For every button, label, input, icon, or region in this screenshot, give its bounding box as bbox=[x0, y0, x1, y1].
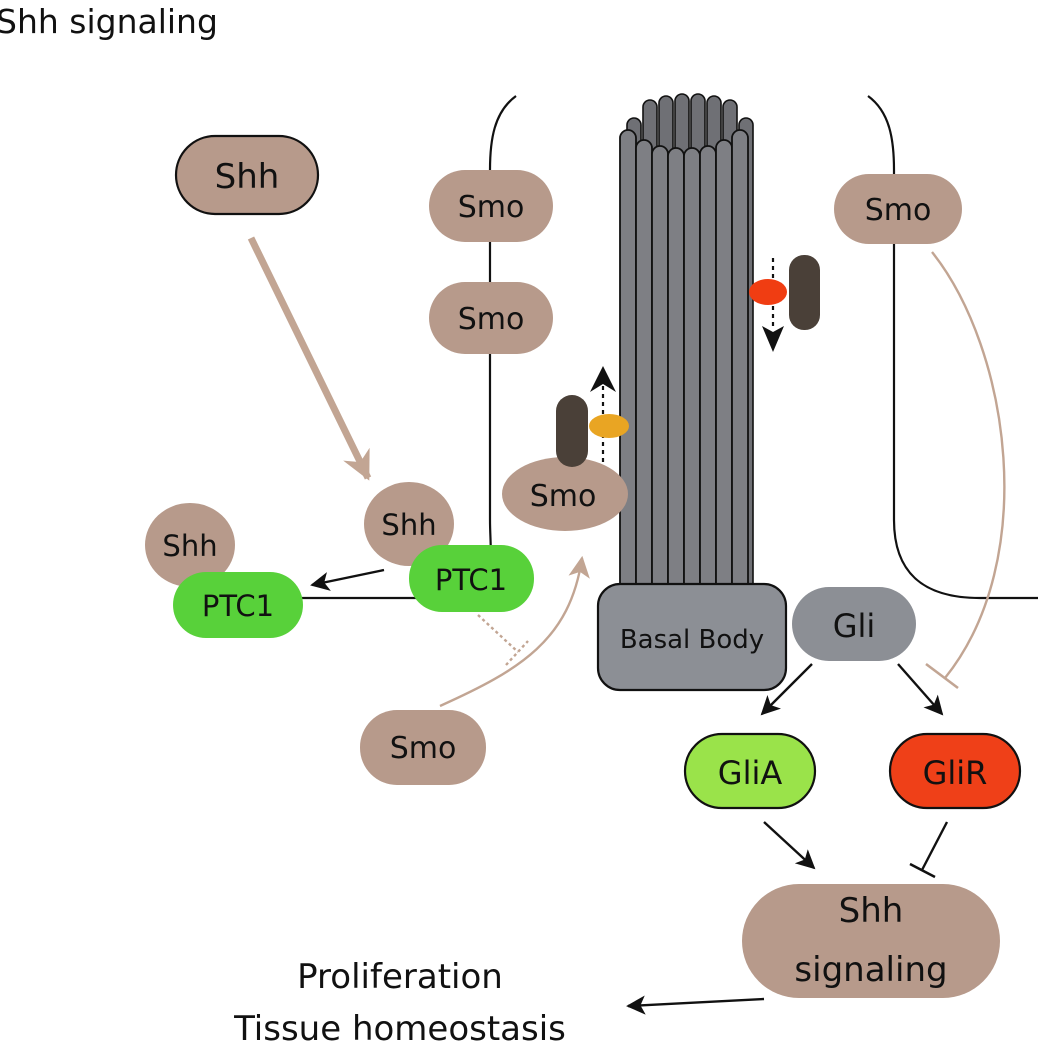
cilium-microtubule-bundle-icon bbox=[619, 93, 754, 593]
gli-label: Gli bbox=[833, 607, 876, 645]
shh-bound-left-node: Shh bbox=[145, 503, 235, 587]
shh-bound-right-label: Shh bbox=[381, 508, 436, 542]
shh-bound-right-node: Shh bbox=[364, 482, 454, 566]
smo-entry-arrow bbox=[439, 555, 590, 708]
retrograde-motor-icon bbox=[749, 255, 820, 352]
glir-inhibits-line bbox=[920, 821, 949, 871]
shh-signaling-node: Shh signaling bbox=[742, 884, 1000, 998]
cilium-front-tube bbox=[699, 145, 717, 593]
gli-to-glia-arrow bbox=[760, 663, 813, 716]
smo-membrane-label-2: Smo bbox=[458, 302, 525, 337]
glia-label: GliA bbox=[718, 754, 783, 792]
smo-membrane-node-2: Smo bbox=[429, 282, 553, 354]
ptc1-inhibits-smo-dotted bbox=[477, 614, 519, 653]
output-arrow bbox=[626, 995, 765, 1015]
glia-node: GliA bbox=[683, 732, 817, 810]
cilium-front-tube bbox=[667, 147, 685, 593]
smo-cytoplasm-node: Smo bbox=[360, 710, 486, 785]
gli-node: Gli bbox=[792, 587, 916, 661]
shh-bound-left-label: Shh bbox=[162, 529, 217, 563]
smo-cilium-label: Smo bbox=[530, 479, 597, 514]
smo-membrane-label-1: Smo bbox=[458, 190, 525, 225]
basal-body-label: Basal Body bbox=[620, 625, 764, 655]
smo-membrane-node-1: Smo bbox=[429, 170, 553, 242]
ptc1-right-node: PTC1 bbox=[409, 545, 534, 612]
smo-right-label: Smo bbox=[865, 193, 932, 228]
basal-body: Basal Body bbox=[596, 582, 788, 692]
glir-node: GliR bbox=[888, 732, 1022, 810]
cilium-front-tube bbox=[651, 145, 669, 593]
cilium-front-tube bbox=[635, 139, 653, 593]
smo-inhibits-glir-arrow bbox=[931, 251, 1006, 679]
outcome-proliferation: Proliferation bbox=[297, 957, 503, 997]
shh-signaling-label-line2: signaling bbox=[794, 950, 947, 990]
shh-ligand-label: Shh bbox=[215, 157, 280, 197]
shh-binding-arrow bbox=[247, 236, 372, 481]
shh-signaling-label-line1: Shh bbox=[839, 891, 904, 931]
membrane-right-outline bbox=[867, 95, 1038, 600]
ptc1-left-label: PTC1 bbox=[202, 589, 274, 623]
anterograde-motor-icon bbox=[556, 366, 629, 467]
ptc1-internalization-arrow bbox=[310, 568, 385, 591]
smo-cytoplasm-label: Smo bbox=[390, 731, 457, 766]
cilium-front-tube bbox=[619, 129, 637, 593]
cilium-front-tube bbox=[715, 139, 733, 593]
diagram-title: Shh signaling bbox=[0, 2, 218, 41]
glia-activates-arrow bbox=[763, 821, 816, 870]
gli-to-glir-arrow bbox=[897, 663, 944, 716]
smo-cilium-node: Smo bbox=[502, 457, 628, 531]
glir-inhibits-bar bbox=[909, 862, 936, 879]
smo-inhibits-glir-bar bbox=[925, 662, 959, 690]
outcome-tissue-homeostasis: Tissue homeostasis bbox=[233, 1009, 566, 1049]
cilium-front-tube bbox=[683, 147, 701, 593]
ptc1-left-node: PTC1 bbox=[173, 572, 303, 638]
smo-right-node: Smo bbox=[834, 174, 962, 244]
cilium-front-tube bbox=[731, 129, 749, 593]
shh-ligand-node: Shh bbox=[174, 134, 320, 216]
ptc1-right-label: PTC1 bbox=[435, 563, 507, 597]
glir-label: GliR bbox=[923, 754, 988, 792]
